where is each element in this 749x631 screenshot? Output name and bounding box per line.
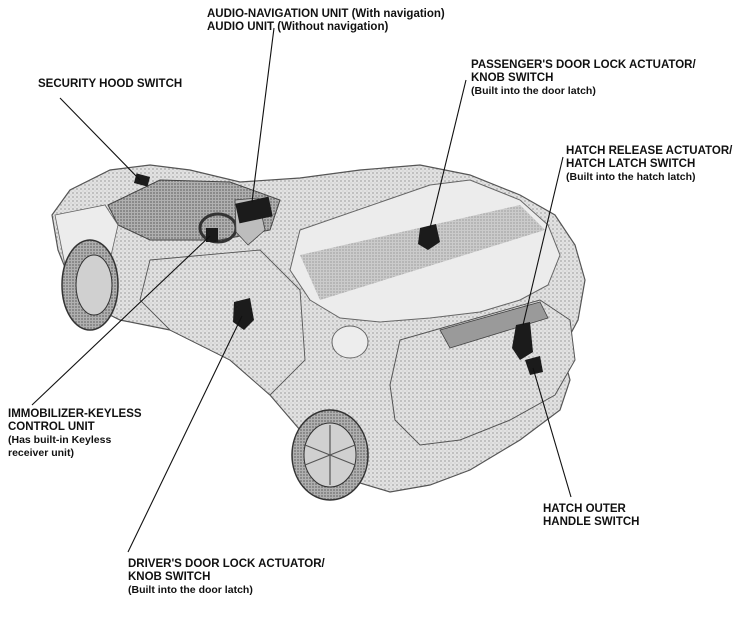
label-audio-nav-line1: AUDIO-NAVIGATION UNIT (With navigation) bbox=[207, 8, 445, 20]
components bbox=[133, 173, 543, 375]
leader-driver bbox=[127, 315, 243, 553]
label-hatch-release: HATCH RELEASE ACTUATOR/ HATCH LATCH SWIT… bbox=[566, 145, 732, 184]
label-immobilizer-line2: CONTROL UNIT bbox=[8, 421, 95, 433]
leader-hatch-outer bbox=[532, 367, 572, 498]
car-body bbox=[51, 164, 586, 501]
leader-lines bbox=[31, 27, 572, 553]
label-driver-line1: DRIVER'S DOOR LOCK ACTUATOR/ bbox=[128, 558, 325, 570]
label-audio-nav-line2: AUDIO UNIT (Without navigation) bbox=[207, 21, 389, 33]
label-hatch-outer: HATCH OUTER HANDLE SWITCH bbox=[543, 503, 639, 529]
hatch-outer-handle-switch bbox=[525, 356, 543, 375]
side-door bbox=[139, 249, 306, 396]
label-hatch-outer-line1: HATCH OUTER bbox=[543, 503, 626, 515]
label-security-line1: SECURITY HOOD SWITCH bbox=[38, 78, 183, 90]
label-hatch-release-line3: (Built into the hatch latch) bbox=[566, 171, 696, 183]
immobilizer-unit bbox=[206, 228, 218, 242]
label-driver-line2: KNOB SWITCH bbox=[128, 571, 211, 583]
label-security-hood-switch: SECURITY HOOD SWITCH bbox=[38, 78, 182, 91]
leader-audio bbox=[251, 27, 275, 203]
label-hatch-release-line1: HATCH RELEASE ACTUATOR/ bbox=[566, 145, 733, 157]
label-passenger-line1: PASSENGER'S DOOR LOCK ACTUATOR/ bbox=[471, 59, 696, 71]
audio-unit bbox=[235, 196, 273, 224]
label-immobilizer-line4: receiver unit) bbox=[8, 447, 74, 459]
label-driver-line3: (Built into the door latch) bbox=[128, 584, 253, 596]
driver-door-actuator bbox=[233, 298, 254, 330]
passenger-door-actuator bbox=[418, 224, 440, 250]
label-immobilizer-line3: (Has built-in Keyless bbox=[8, 434, 112, 446]
rear-light bbox=[439, 301, 549, 349]
label-audio-navigation: AUDIO-NAVIGATION UNIT (With navigation) … bbox=[207, 8, 445, 34]
fuel-cap bbox=[331, 325, 369, 359]
label-driver-door: DRIVER'S DOOR LOCK ACTUATOR/ KNOB SWITCH… bbox=[128, 558, 325, 597]
label-passenger-line3: (Built into the door latch) bbox=[471, 85, 596, 97]
label-passenger-door: PASSENGER'S DOOR LOCK ACTUATOR/ KNOB SWI… bbox=[471, 59, 696, 98]
hatch-release-actuator bbox=[512, 322, 533, 360]
label-passenger-line2: KNOB SWITCH bbox=[471, 72, 554, 84]
label-immobilizer: IMMOBILIZER-KEYLESS CONTROL UNIT (Has bu… bbox=[8, 408, 142, 460]
security-hood-switch bbox=[133, 173, 151, 187]
hatch-glass bbox=[300, 205, 545, 300]
label-hatch-release-line2: HATCH LATCH SWITCH bbox=[566, 158, 696, 170]
leader-immobilizer bbox=[31, 235, 211, 406]
label-hatch-outer-line2: HANDLE SWITCH bbox=[543, 516, 640, 528]
label-immobilizer-line1: IMMOBILIZER-KEYLESS bbox=[8, 408, 142, 420]
leader-hatch-release bbox=[522, 156, 564, 326]
leader-security bbox=[59, 97, 141, 181]
leader-passenger bbox=[429, 79, 467, 229]
